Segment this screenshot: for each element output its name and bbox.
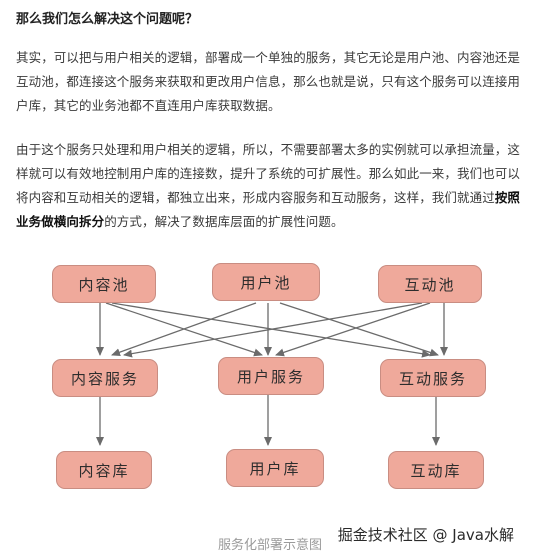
content-db-node: 内容库 — [56, 451, 152, 489]
bold-emphasis: 按照 — [494, 190, 521, 205]
paragraph-1-line: 其实，可以把与用户相关的逻辑，部署成一个单独的服务，其它无论是用户池、内容池还是 — [16, 50, 521, 65]
paragraph-1-line: 互动池，都连接这个服务来获取和更改用户信息，那么也就是说，只有这个服务可以连接用 — [16, 74, 521, 89]
paragraph-2-text: 的方式，解决了数据库层面的扩展性问题。 — [104, 214, 344, 229]
paragraph-2: 由于这个服务只处理和用户相关的逻辑，所以，不需要部署太多的实例就可以承担流量，这… — [16, 138, 520, 234]
paragraph-2-text: 将内容和互动相关的逻辑，都独立出来，形成内容服务和互动服务，这样，我们就通过 — [16, 190, 495, 205]
diagram-caption: 服务化部署示意图 — [218, 538, 323, 553]
arrow-user-pool-to-content-service — [111, 302, 257, 357]
paragraph-2-line: 样就可以有效地控制用户库的连接数，提升了系统的可扩展性。那么如此一来，我们也可以 — [16, 166, 521, 181]
user-service-node: 用户服务 — [218, 357, 324, 395]
arrow-interaction-pool-to-content-service — [123, 302, 423, 358]
paragraph-1-line: 户库，其它的业务池都不直连用户库获取数据。 — [16, 98, 281, 113]
user-db-node: 用户库 — [226, 449, 324, 487]
paragraph-2-line: 业务做横向拆分的方式，解决了数据库层面的扩展性问题。 — [16, 210, 520, 234]
paragraph-2-line: 将内容和互动相关的逻辑，都独立出来，形成内容服务和互动服务，这样，我们就通过按照 — [16, 186, 520, 210]
article-heading: 那么我们怎么解决这个问题呢？ — [16, 12, 199, 27]
interaction-db-node: 互动库 — [388, 451, 484, 489]
arrows-layer — [96, 302, 448, 446]
content-pool-node: 内容池 — [52, 265, 156, 303]
paragraph-1: 其实，可以把与用户相关的逻辑，部署成一个单独的服务，其它无论是用户池、内容池还是… — [16, 46, 520, 118]
interaction-service-node: 互动服务 — [380, 359, 486, 397]
content-service-node: 内容服务 — [52, 359, 158, 397]
user-pool-node: 用户池 — [212, 263, 320, 301]
interaction-pool-node: 互动池 — [378, 265, 482, 303]
watermark: 掘金技术社区 @ Java水解 — [333, 524, 518, 545]
bold-emphasis: 业务做横向拆分 — [16, 214, 105, 229]
paragraph-2-line: 由于这个服务只处理和用户相关的逻辑，所以，不需要部署太多的实例就可以承担流量，这 — [16, 142, 521, 157]
arrow-user-pool-to-interaction-service — [279, 302, 439, 357]
service-deployment-diagram: 内容池 用户池 互动池 内容服务 用户服务 互动服务 内容库 用户库 互动库 — [0, 255, 534, 560]
arrow-interaction-pool-to-user-service — [275, 302, 431, 357]
